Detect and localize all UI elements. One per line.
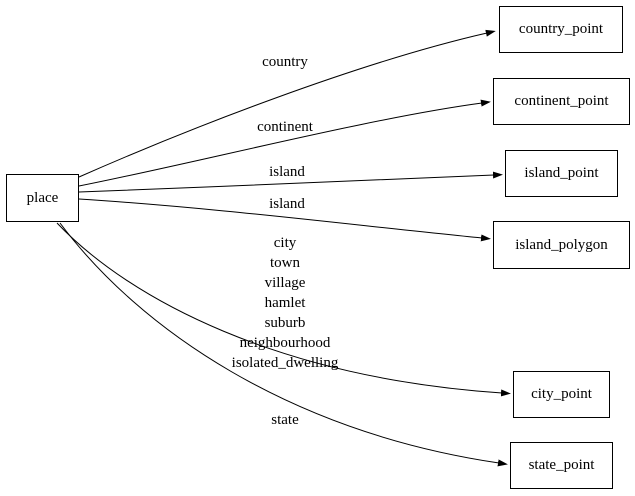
node-continent-point: continent_point: [493, 78, 630, 125]
edge-place-state-point: [59, 222, 508, 467]
edge-label-city: city: [273, 235, 297, 251]
node-country-point: country_point: [499, 6, 623, 53]
edge-label-state: state: [271, 412, 299, 428]
node-state-point: state_point: [510, 442, 613, 489]
edge-label-country: country: [262, 54, 308, 70]
node-place: place: [6, 174, 79, 222]
node-city-point: city_point: [513, 371, 610, 418]
edge-label-island-point: island: [269, 164, 305, 180]
edge-label-island-polygon: island: [269, 196, 305, 212]
node-island-point: island_point: [505, 150, 618, 197]
edge-place-island-polygon: [78, 198, 491, 242]
edge-label-continent: continent: [257, 119, 313, 135]
node-island-polygon: island_polygon: [493, 221, 630, 269]
edge-label-isolated-dwelling: isolated_dwelling: [231, 355, 339, 371]
edge-place-country-point: [78, 29, 496, 178]
edge-place-city-point: [56, 222, 511, 397]
edge-label-town: town: [270, 255, 300, 271]
edge-place-island-point: [78, 171, 503, 193]
edge-label-city-group: city town village hamlet suburb neighbou…: [232, 233, 339, 373]
edge-label-hamlet: hamlet: [264, 295, 306, 311]
edge-label-neighbourhood: neighbourhood: [239, 335, 331, 351]
edge-label-suburb: suburb: [264, 315, 306, 331]
edge-place-continent-point: [78, 99, 491, 187]
edge-label-village: village: [264, 275, 306, 291]
